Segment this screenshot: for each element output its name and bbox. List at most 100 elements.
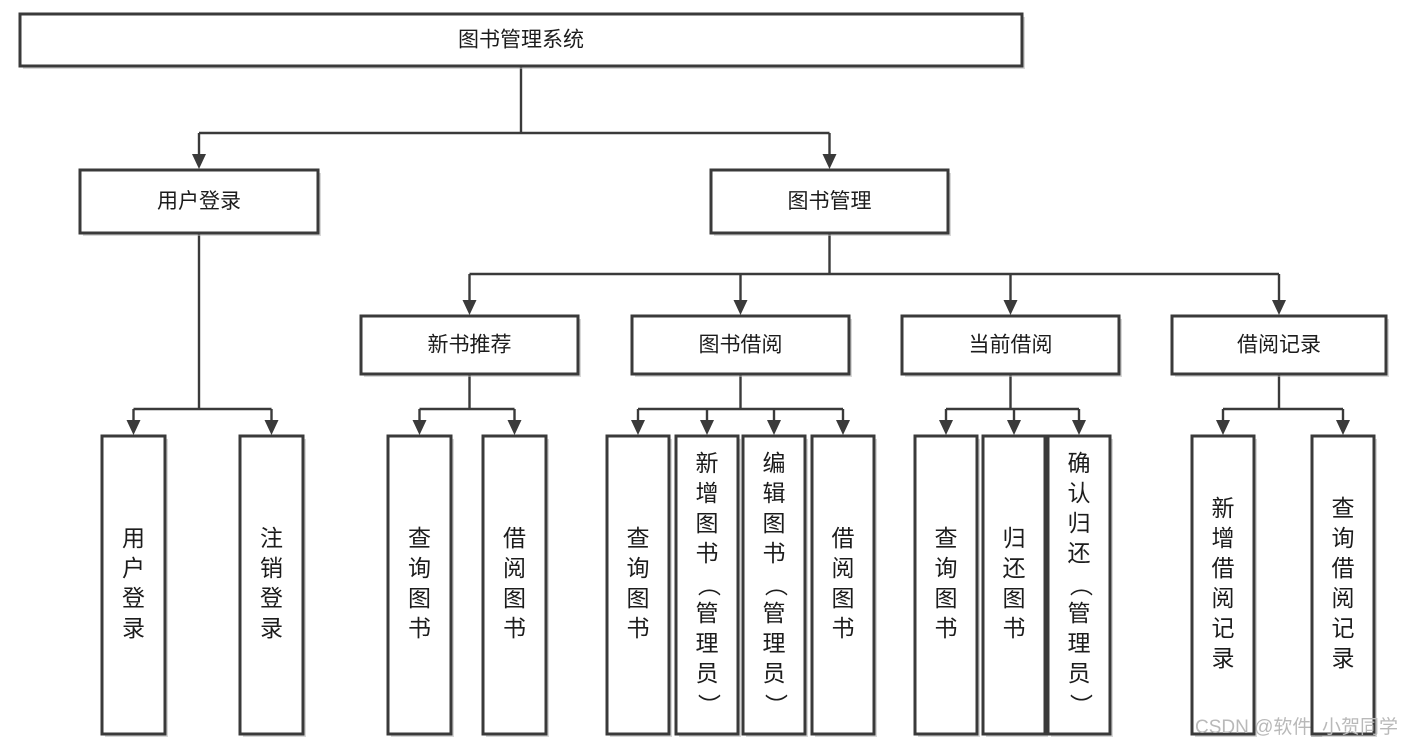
node-label-char: ） [696, 694, 722, 717]
node-label-char: 询 [1332, 525, 1355, 551]
node-label-char: （ [763, 574, 789, 597]
node-rect[interactable] [913, 434, 979, 736]
node-rect[interactable] [1310, 434, 1376, 736]
node-label-char: 登 [122, 585, 145, 611]
node-label-char: 管 [1068, 600, 1091, 626]
arrow-head-icon [1072, 420, 1086, 435]
node-label: 新书推荐 [428, 334, 512, 357]
node-label-char: 新 [696, 450, 719, 476]
node-label-char: 书 [503, 615, 526, 641]
arrow-head-icon [1216, 420, 1230, 435]
node-label-char: 注 [260, 525, 283, 551]
node-label-char: 图 [763, 510, 786, 536]
node-label-char: 归 [1003, 525, 1026, 551]
node-label-char: 辑 [763, 480, 786, 506]
node-label-char: 询 [627, 555, 650, 581]
node-rect[interactable] [1046, 434, 1112, 736]
arrow-head-icon [412, 420, 427, 435]
node-label: 图书管理系统 [458, 29, 584, 52]
node-label-char: 书 [696, 540, 719, 566]
arrow-head-icon [1272, 300, 1286, 315]
node-label-char: 借 [832, 525, 855, 551]
node-rect[interactable] [1190, 434, 1256, 736]
node-user-login[interactable]: 用户登录 [78, 168, 321, 236]
node-rect[interactable] [741, 434, 807, 736]
edge-group-from-current-borrow [939, 374, 1086, 435]
node-rect[interactable] [709, 168, 950, 235]
arrow-head-icon [126, 420, 141, 435]
node-label-char: 记 [1212, 615, 1235, 641]
arrow-head-icon [631, 420, 645, 435]
node-rect[interactable] [674, 434, 740, 736]
node-label-char: 阅 [832, 555, 855, 581]
node-label-char: 图 [408, 585, 431, 611]
node-label-char: 书 [627, 615, 650, 641]
node-label-char: 询 [408, 555, 431, 581]
node-label-char: 图 [696, 510, 719, 536]
arrow-head-icon [700, 420, 714, 435]
arrow-head-icon [733, 300, 748, 315]
node-label-char: （ [696, 574, 722, 597]
arrow-head-icon [767, 420, 781, 435]
node-label-char: 图 [503, 585, 526, 611]
node-label-char: ） [1068, 694, 1094, 717]
node-rect[interactable] [238, 434, 305, 736]
connector-edges-layer [126, 66, 1350, 435]
node-label-char: 借 [1332, 555, 1355, 581]
node-new-book-recommend[interactable]: 新书推荐 [359, 314, 581, 377]
node-rect[interactable] [630, 314, 851, 376]
node-label-char: 阅 [1332, 585, 1355, 611]
node-label-char: 员 [696, 660, 719, 686]
node-boxes-layer: 图书管理系统用户登录图书管理新书推荐图书借阅当前借阅借阅记录用户登录注销登录查询… [18, 12, 1389, 737]
node-label-char: ） [763, 694, 789, 717]
node-label-char: 图 [832, 585, 855, 611]
node-root[interactable]: 图书管理系统 [18, 12, 1025, 69]
node-rect[interactable] [481, 434, 548, 736]
node-rect[interactable] [100, 434, 167, 736]
arrow-head-icon [507, 420, 522, 435]
node-rect[interactable] [1170, 314, 1388, 376]
node-rect[interactable] [810, 434, 876, 736]
node-label: 图书借阅 [699, 334, 783, 357]
node-label-char: 查 [1332, 495, 1355, 521]
node-rect[interactable] [900, 314, 1121, 376]
node-label: 用户登录 [157, 190, 241, 213]
node-label-char: 理 [696, 630, 719, 656]
node-label-char: （ [1068, 574, 1094, 597]
node-label-char: 员 [763, 660, 786, 686]
arrow-head-icon [264, 420, 279, 435]
node-book-management[interactable]: 图书管理 [709, 168, 951, 236]
node-rect[interactable] [386, 434, 453, 736]
node-label-char: 增 [696, 480, 719, 506]
node-rect[interactable] [359, 314, 580, 376]
node-current-borrow[interactable]: 当前借阅 [900, 314, 1122, 377]
node-label-char: 图 [935, 585, 958, 611]
node-label-char: 用 [122, 525, 145, 551]
node-rect[interactable] [605, 434, 671, 736]
node-rect[interactable] [981, 434, 1047, 736]
node-book-borrow[interactable]: 图书借阅 [630, 314, 852, 377]
node-label-char: 书 [763, 540, 786, 566]
node-rect[interactable] [78, 168, 320, 235]
node-rect[interactable] [18, 12, 1024, 68]
node-leaf-user-login[interactable]: 用户登录 [100, 434, 168, 737]
node-label-char: 还 [1003, 555, 1026, 581]
node-label: 当前借阅 [969, 334, 1053, 357]
node-label-char: 查 [408, 525, 431, 551]
arrow-head-icon [1003, 300, 1018, 315]
node-borrow-record[interactable]: 借阅记录 [1170, 314, 1389, 377]
